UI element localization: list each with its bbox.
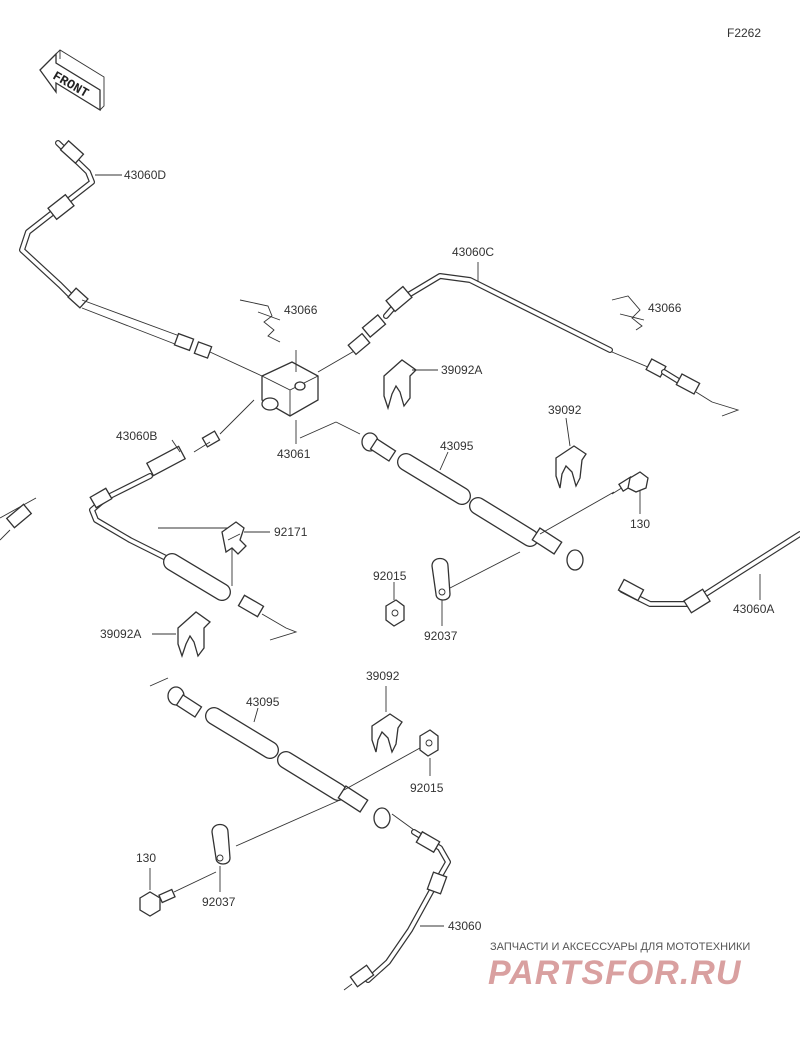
watermark-logo: PARTSFOR.RU [488,954,742,992]
callout-130-lower: 130 [136,851,156,865]
nut-92015-mid [385,599,405,627]
callout-92015-lower: 92015 [410,781,444,795]
callout-43061: 43061 [277,447,311,461]
brake-pipe-43060C [317,273,713,403]
callout-43060D: 43060D [124,168,166,182]
clip-43066-b [611,295,645,331]
callout-43095-upper: 43095 [440,439,474,453]
callout-39092-right: 39092 [548,403,582,417]
callout-130-right: 130 [630,517,650,531]
callout-39092A-top: 39092A [441,363,482,377]
callout-43095-lower: 43095 [246,695,280,709]
hose-clip-39092A-top [383,359,418,411]
clip-43066-a [239,299,281,343]
callout-43060C: 43060C [452,245,494,259]
figure-code: F2262 [727,26,761,40]
callout-92037-lower: 92037 [202,895,236,909]
pipe-end-left [0,503,33,541]
brake-hose-43095-upper [299,421,584,571]
hose-clip-39092A-left [177,611,212,659]
clamp-92037-lower [211,823,231,865]
brake-pipe-43060 [343,813,451,991]
brake-hose-43095-lower [149,677,391,829]
callout-92037-mid: 92037 [424,629,458,643]
clip-92171 [221,521,247,555]
callout-39092A-left: 39092A [100,627,141,641]
callout-92015-mid: 92015 [373,569,407,583]
callout-43066-a: 43066 [284,303,318,317]
hose-clip-39092-lower [371,713,403,754]
brake-pipe-43060D [19,139,263,377]
callout-43066-b: 43066 [648,301,682,315]
bolt-130-right [611,471,649,495]
callout-43060: 43060 [448,919,482,933]
callout-43060B: 43060B [116,429,157,443]
junction-block-43061 [261,361,319,417]
brake-pipe-43060A [617,531,800,614]
nut-92015-lower [419,729,439,757]
watermark-subtitle: ЗАПЧАСТИ И АКСЕССУАРЫ ДЛЯ МОТОТЕХНИКИ [490,941,750,953]
clamp-92037-mid [431,557,451,601]
callout-92171: 92171 [274,525,308,539]
hose-clip-39092-right [555,445,587,489]
brake-pipe-43060B [89,399,298,641]
callout-43060A: 43060A [733,602,774,616]
bolt-130-lower [139,871,217,917]
front-arrow-icon [39,49,105,112]
callout-39092-lower: 39092 [366,669,400,683]
